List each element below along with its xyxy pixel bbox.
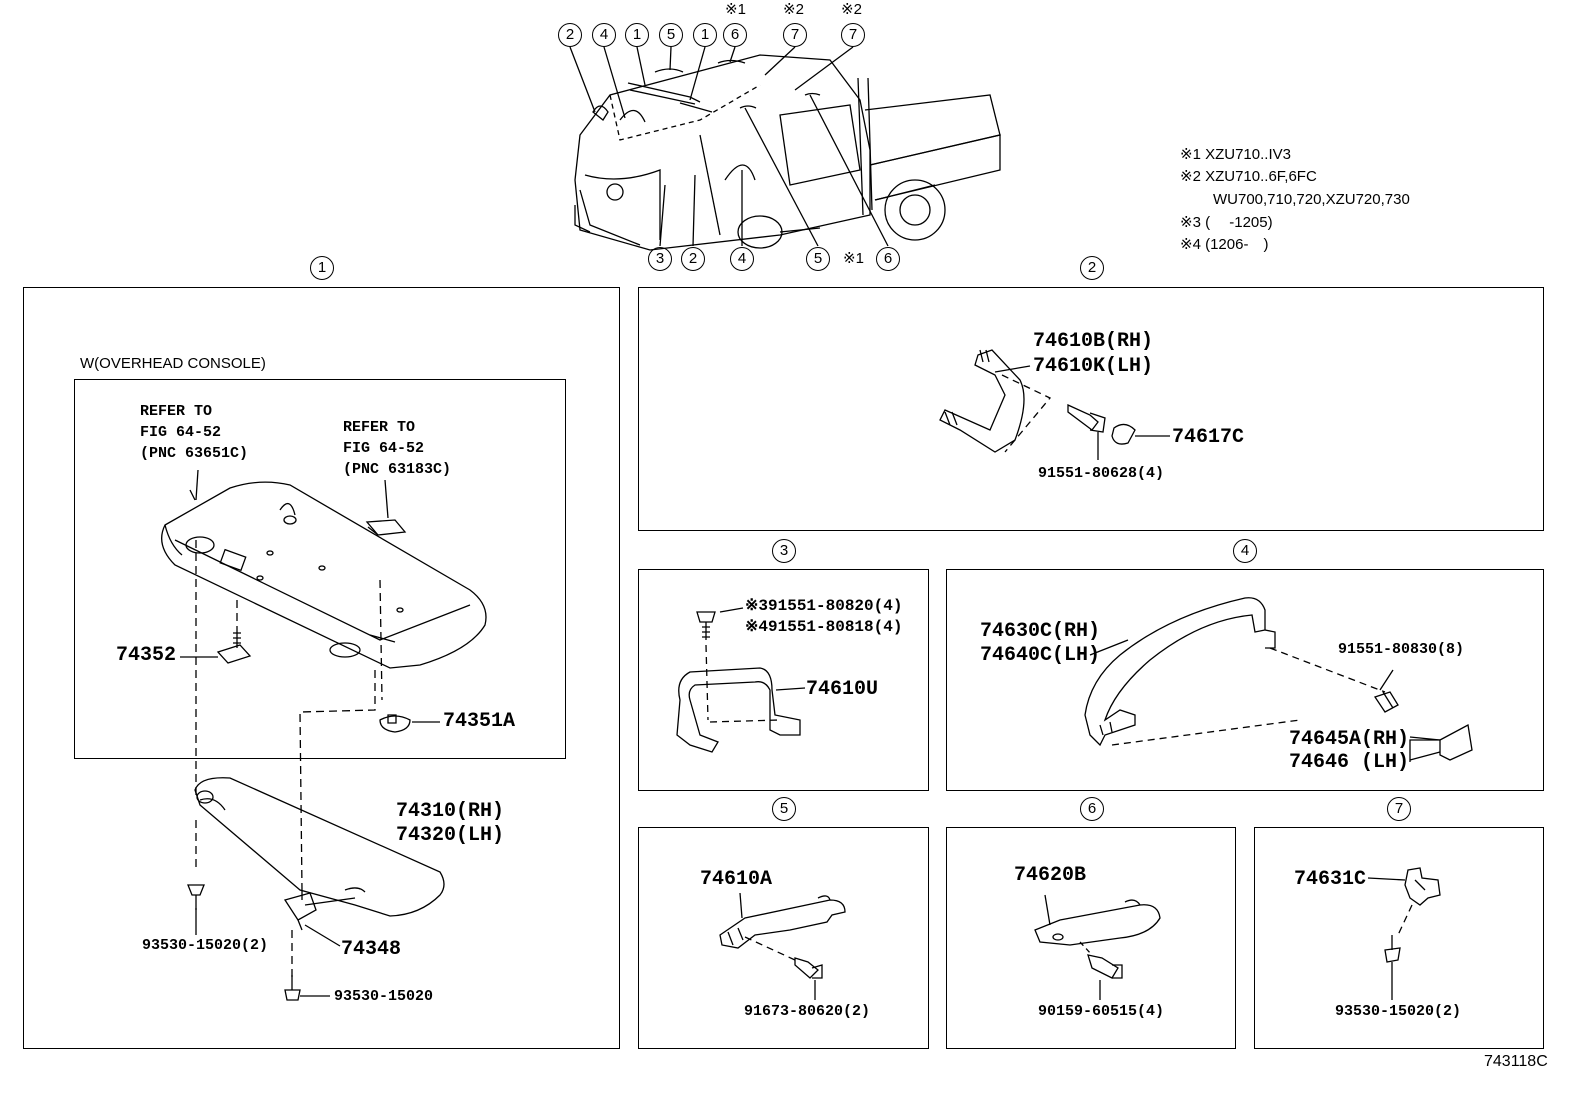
panel-4-frame — [946, 569, 1544, 791]
overview-marker-7: 7 — [841, 23, 865, 47]
figure-id: 743118C — [1484, 1053, 1548, 1070]
overview-marker-3: 3 — [648, 247, 672, 271]
overview-marker-5: 5 — [806, 247, 830, 271]
panel-5-marker: 5 — [772, 797, 796, 821]
screw-93530-15020-2: 93530-15020(2) — [142, 937, 269, 954]
refer-note-2-line: FIG 64-52 — [343, 440, 425, 457]
bolt-93530-15020: 93530-15020(2) — [1335, 1003, 1462, 1020]
overview-marker-2: 2 — [681, 247, 705, 271]
panel-7-frame — [1254, 827, 1544, 1049]
part-74646-lh: 74646 (LH) — [1289, 751, 1410, 774]
bolt-91673-80620: 91673-80620(2) — [744, 1003, 871, 1020]
legend-line: WU700,710,720,XZU720,730 — [1213, 191, 1410, 208]
refer-note-2-line: REFER TO — [343, 419, 416, 436]
part-74310-rh: 74310(RH) — [396, 800, 505, 823]
panel-2-frame — [638, 287, 1544, 531]
screw-93530-15020: 93530-15020 — [334, 988, 434, 1005]
overview-marker-7: 7 — [783, 23, 807, 47]
part-74631c: 74631C — [1294, 868, 1367, 891]
overhead-console-frame — [74, 379, 566, 759]
overview-note: ※2 — [783, 1, 804, 18]
bolt-91551-80830: 91551-80830(8) — [1338, 641, 1465, 658]
part-74320-lh: 74320(LH) — [396, 824, 505, 847]
overview-marker-1: 1 — [625, 23, 649, 47]
overview-marker-1: 1 — [693, 23, 717, 47]
overview-note: ※1 — [725, 1, 746, 18]
part-74610a: 74610A — [700, 868, 773, 891]
overview-marker-6: 6 — [723, 23, 747, 47]
overview-marker-4: 4 — [730, 247, 754, 271]
bolt-90159-60515: 90159-60515(4) — [1038, 1003, 1165, 1020]
part-74617c: 74617C — [1172, 426, 1245, 449]
part-74640c-lh: 74640C(LH) — [980, 644, 1101, 667]
panel-1-frame — [23, 287, 620, 1049]
overview-marker-2: 2 — [558, 23, 582, 47]
panel-6-frame — [946, 827, 1236, 1049]
panel-3-marker: 3 — [772, 539, 796, 563]
bolt-91551-80628: 91551-80628(4) — [1038, 465, 1165, 482]
part-74348: 74348 — [341, 938, 402, 961]
legend-line: ※4 (1206- ) — [1180, 236, 1269, 253]
panel-6-marker: 6 — [1080, 797, 1104, 821]
panel-3-frame — [638, 569, 929, 791]
part-74352: 74352 — [116, 644, 177, 667]
legend-line: ※3 ( -1205) — [1180, 214, 1273, 231]
panel-2-marker: 2 — [1080, 256, 1104, 280]
part-74630c-rh: 74630C(RH) — [980, 620, 1101, 643]
panel-4-marker: 4 — [1233, 539, 1257, 563]
refer-note-2-line: (PNC 63183C) — [343, 461, 452, 478]
overview-note: ※1 — [843, 250, 864, 267]
overview-marker-4: 4 — [592, 23, 616, 47]
bolt-91551-80820: ※391551-80820(4) — [745, 597, 903, 615]
part-74351a: 74351A — [443, 710, 516, 733]
panel-5-frame — [638, 827, 929, 1049]
part-74610k-lh: 74610K(LH) — [1033, 355, 1154, 378]
part-74610b-rh: 74610B(RH) — [1033, 330, 1154, 353]
overview-note: ※2 — [841, 1, 862, 18]
part-74645a-rh: 74645A(RH) — [1289, 728, 1410, 751]
legend-line: ※1 XZU710..IV3 — [1180, 146, 1291, 163]
refer-note-1-line: REFER TO — [140, 403, 213, 420]
bolt-91551-80818: ※491551-80818(4) — [745, 618, 903, 636]
panel-1-marker: 1 — [310, 256, 334, 280]
console-label: W(OVERHEAD CONSOLE) — [80, 355, 266, 372]
refer-note-1-line: FIG 64-52 — [140, 424, 222, 441]
refer-note-1-line: (PNC 63651C) — [140, 445, 249, 462]
overview-marker-5: 5 — [659, 23, 683, 47]
overview-marker-6: 6 — [876, 247, 900, 271]
panel-7-marker: 7 — [1387, 797, 1411, 821]
part-74620b: 74620B — [1014, 864, 1087, 887]
part-74610u: 74610U — [806, 678, 879, 701]
legend-line: ※2 XZU710..6F,6FC — [1180, 168, 1317, 185]
